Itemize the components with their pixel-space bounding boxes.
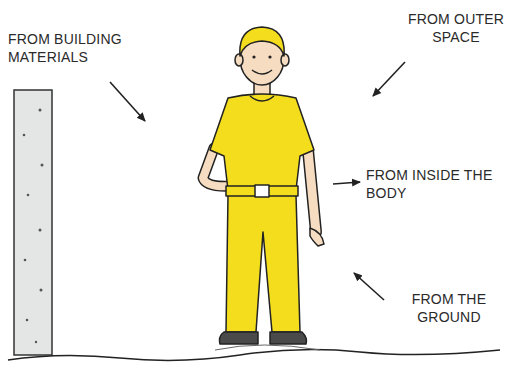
arrow-space — [373, 62, 405, 96]
label-holder: FROM INSIDE THE BODY — [366, 166, 496, 202]
person — [203, 27, 324, 344]
label-holder: FROM THE GROUND — [390, 290, 508, 326]
concrete-pillar — [14, 90, 52, 355]
radiation-arrows — [110, 62, 405, 300]
label-holder: FROM BUILDING MATERIALS — [8, 30, 140, 66]
source-label: FROM THE GROUND — [390, 290, 508, 326]
arrow-building — [110, 82, 145, 121]
source-label: FROM OUTER SPACE — [398, 10, 514, 46]
ground-line — [8, 350, 500, 361]
arrow-ground — [354, 273, 384, 300]
label-holder: FROM OUTER SPACE — [398, 10, 514, 46]
ground-shadow — [215, 345, 320, 350]
source-label: FROM INSIDE THE BODY — [366, 166, 496, 202]
arrow-body — [333, 182, 360, 184]
source-label: FROM BUILDING MATERIALS — [8, 30, 140, 66]
